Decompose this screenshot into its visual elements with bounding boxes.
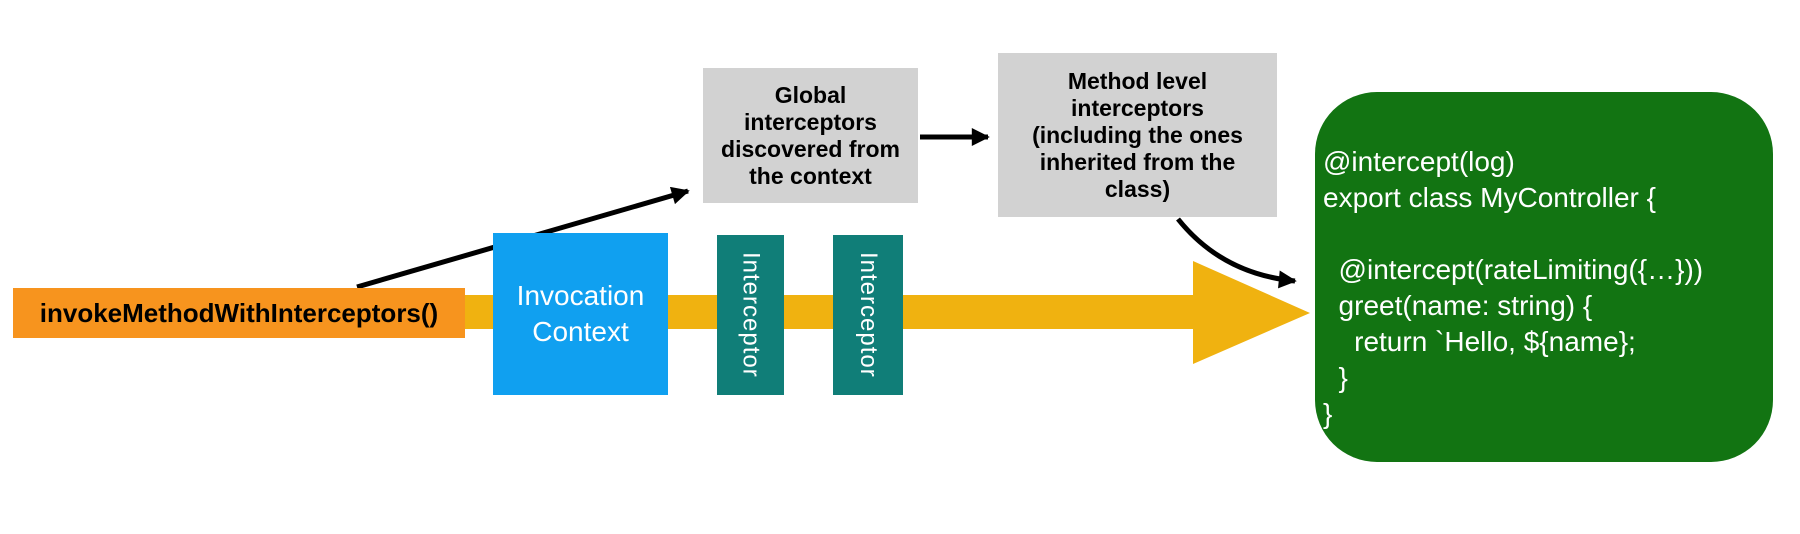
interceptor-2-text: Interceptor <box>855 252 882 378</box>
interceptor-box-1: Interceptor <box>717 235 784 395</box>
method-interceptors-text: Method level interceptors (including the… <box>1032 67 1243 202</box>
controller-code-text: @intercept(log) export class MyControlle… <box>1323 146 1704 429</box>
invoke-method-text: invokeMethodWithInterceptors() <box>39 297 439 328</box>
global-interceptors-text: Global interceptors discovered from the … <box>721 81 900 189</box>
invocation-context-text: Invocation Context <box>516 280 645 347</box>
controller-code-block: @intercept(log) export class MyControlle… <box>1315 92 1773 462</box>
interceptor-box-2: Interceptor <box>833 235 903 395</box>
global-interceptors-note: Global interceptors discovered from the … <box>703 68 918 203</box>
invocation-context-box: Invocation Context <box>493 233 668 395</box>
invoke-method-label: invokeMethodWithInterceptors() <box>13 288 465 338</box>
arrow-method-note-to-code <box>1176 217 1297 289</box>
method-interceptors-note: Method level interceptors (including the… <box>998 53 1277 217</box>
interceptor-1-text: Interceptor <box>737 252 765 378</box>
